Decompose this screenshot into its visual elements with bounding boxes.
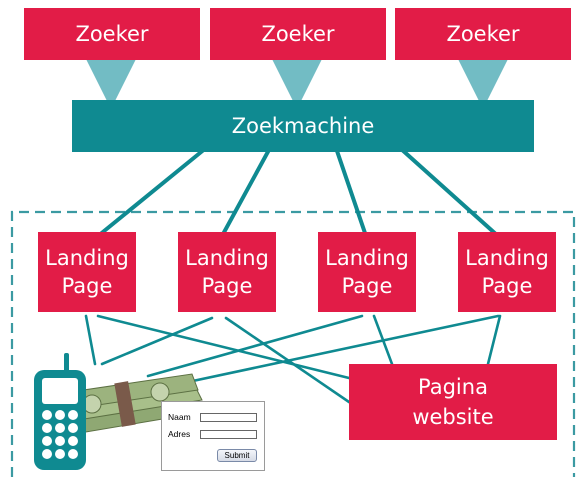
landing-page-box-4: Landing Page	[458, 232, 556, 312]
link-lp4-page	[486, 314, 502, 366]
link-lp1-phone	[84, 314, 97, 366]
landing-page-box-2: Landing Page	[178, 232, 276, 312]
searcher-box-1: Zoeker	[24, 8, 200, 60]
landing-page-box-1: Landing Page	[38, 232, 136, 312]
name-field[interactable]	[200, 412, 257, 422]
searcher-box-2: Zoeker	[210, 8, 386, 60]
link-lp1-page	[96, 314, 351, 380]
link-lp4-money	[186, 314, 500, 384]
funnel-2	[272, 59, 322, 109]
address-field[interactable]	[200, 429, 257, 439]
submit-button[interactable]: Submit	[217, 449, 257, 462]
link-engine-lp4	[398, 146, 500, 238]
name-row: Naam	[168, 412, 257, 422]
link-engine-lp2	[220, 146, 272, 238]
funnel-3	[458, 59, 508, 109]
landing-page-box-3: Landing Page	[318, 232, 416, 312]
name-label: Naam	[168, 412, 191, 422]
address-row: Adres	[168, 429, 257, 439]
link-engine-lp3	[334, 146, 368, 238]
address-label: Adres	[168, 429, 191, 439]
website-page-box: Pagina website	[349, 364, 557, 440]
search-engine-bar: Zoekmachine	[72, 100, 534, 152]
link-engine-lp1	[96, 146, 208, 238]
dashed-frame	[10, 210, 576, 477]
searcher-box-3: Zoeker	[395, 8, 571, 60]
link-lp3-money	[146, 314, 364, 378]
mobile-phone-icon	[34, 353, 86, 470]
funnel-1	[86, 59, 136, 109]
link-lp2-phone	[100, 316, 214, 366]
contact-form: Naam Adres Submit	[161, 401, 265, 471]
